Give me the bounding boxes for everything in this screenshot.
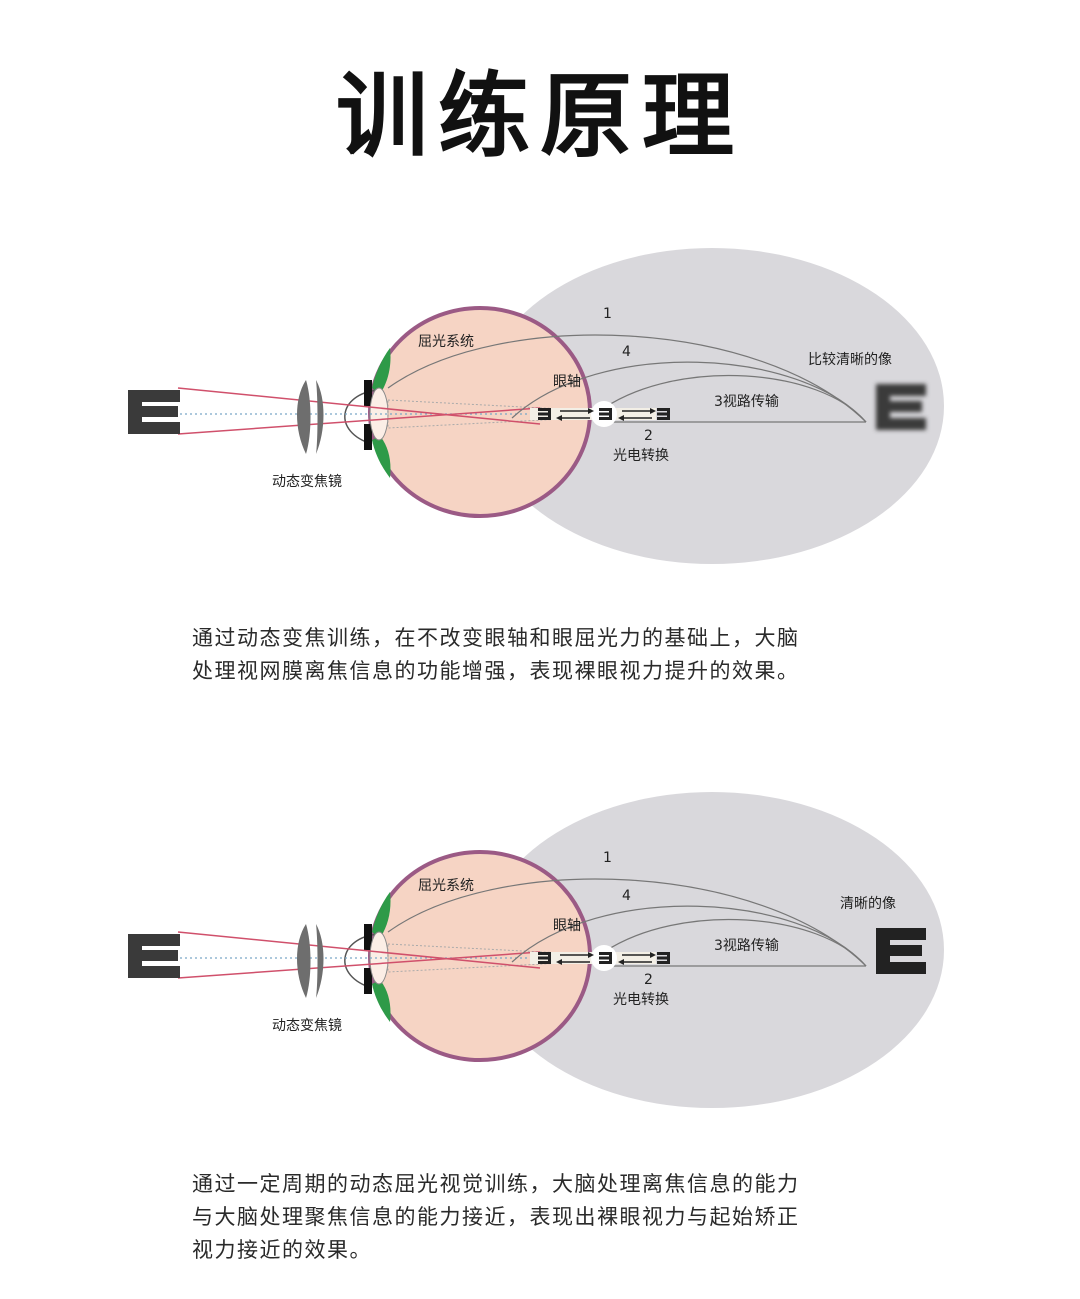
ciliary-upper [372, 892, 391, 938]
ray-lower [177, 951, 541, 979]
ciliary-upper [372, 348, 391, 394]
label-path2: 2 [644, 972, 653, 988]
label-visual-path: 3视路传输 [714, 394, 779, 410]
focus-cone [387, 399, 601, 429]
ray-upper [177, 931, 541, 969]
caption-top-line: 处理视网膜离焦信息的功能增强，表现裸眼视力提升的效果。 [192, 659, 800, 683]
caption-top: 通过动态变焦训练，在不改变眼轴和眼屈光力的基础上，大脑 处理视网膜离焦信息的功能… [192, 622, 912, 688]
label-refraction: 屈光系统 [418, 334, 474, 350]
label-lens: 动态变焦镜 [272, 474, 342, 490]
ray-lower [177, 407, 541, 435]
page-title: 训练原理 [335, 63, 744, 170]
caption-bottom-line: 视力接近的效果。 [192, 1238, 372, 1262]
perceived-e-image [876, 384, 926, 430]
caption-bottom-line: 通过一定周期的动态屈光视觉训练，大脑处理离焦信息的能力 [192, 1172, 800, 1196]
label-photo: 光电转换 [613, 991, 669, 1008]
ciliary-lower [372, 980, 391, 1022]
label-visual-path: 3视路传输 [714, 938, 779, 954]
label-lens: 动态变焦镜 [272, 1018, 342, 1034]
path-1 [387, 334, 867, 423]
bidirectional-arrow-icon [556, 952, 656, 965]
path-1 [387, 878, 867, 967]
label-path1: 1 [603, 306, 612, 322]
path-3 [603, 374, 867, 423]
retina-e-marks [538, 408, 670, 420]
bidirectional-arrow-icon [556, 408, 656, 421]
label-result: 比较清晰的像 [808, 352, 892, 368]
path-4 [511, 905, 867, 967]
caption-top-line: 通过动态变焦训练，在不改变眼轴和眼屈光力的基础上，大脑 [192, 626, 800, 650]
label-refraction: 屈光系统 [418, 878, 474, 894]
label-result: 清晰的像 [840, 896, 896, 912]
label-path2: 2 [644, 428, 653, 444]
caption-bottom: 通过一定周期的动态屈光视觉训练，大脑处理离焦信息的能力 与大脑处理聚焦信息的能力… [192, 1168, 912, 1267]
iris-lower [364, 968, 372, 994]
label-path4: 4 [622, 344, 631, 360]
path-3 [603, 918, 867, 967]
label-axis: 眼轴 [553, 374, 581, 390]
e-optotype-chart [128, 934, 180, 978]
diagram-top: 屈光系统 眼轴 1 4 3视路传输 2 光电转换 动态变焦镜 比较清晰的像 [0, 248, 1080, 588]
diagram-bottom: 屈光系统 眼轴 1 4 3视路传输 2 光电转换 动态变焦镜 清晰的像 [0, 792, 1080, 1132]
perceived-e-image [876, 928, 926, 974]
ciliary-lower [372, 436, 391, 478]
focus-cone [387, 943, 601, 973]
eye-diagram-svg: 屈光系统 眼轴 1 4 3视路传输 2 光电转换 动态变焦镜 清晰的像 [128, 792, 944, 1108]
iris-lower [364, 424, 372, 450]
label-photo: 光电转换 [613, 447, 669, 464]
zoom-lens-left [297, 380, 311, 454]
label-path1: 1 [603, 850, 612, 866]
brain-region [480, 248, 944, 564]
label-path4: 4 [622, 888, 631, 904]
iris-upper [364, 380, 372, 406]
eye-diagram-svg: 屈光系统 眼轴 1 4 3视路传输 2 光电转换 动态变焦镜 比较清晰的像 [128, 248, 944, 564]
zoom-lens-right [316, 380, 324, 454]
caption-bottom-line: 与大脑处理聚焦信息的能力接近，表现出裸眼视力与起始矫正 [192, 1205, 800, 1229]
iris-upper [364, 924, 372, 950]
retina-e-marks [538, 952, 670, 964]
ray-upper [177, 387, 541, 425]
label-axis: 眼轴 [553, 918, 581, 934]
zoom-lens-left [297, 924, 311, 998]
zoom-lens-right [316, 924, 324, 998]
path-4 [511, 361, 867, 423]
brain-region [480, 792, 944, 1108]
e-optotype-chart [128, 390, 180, 434]
